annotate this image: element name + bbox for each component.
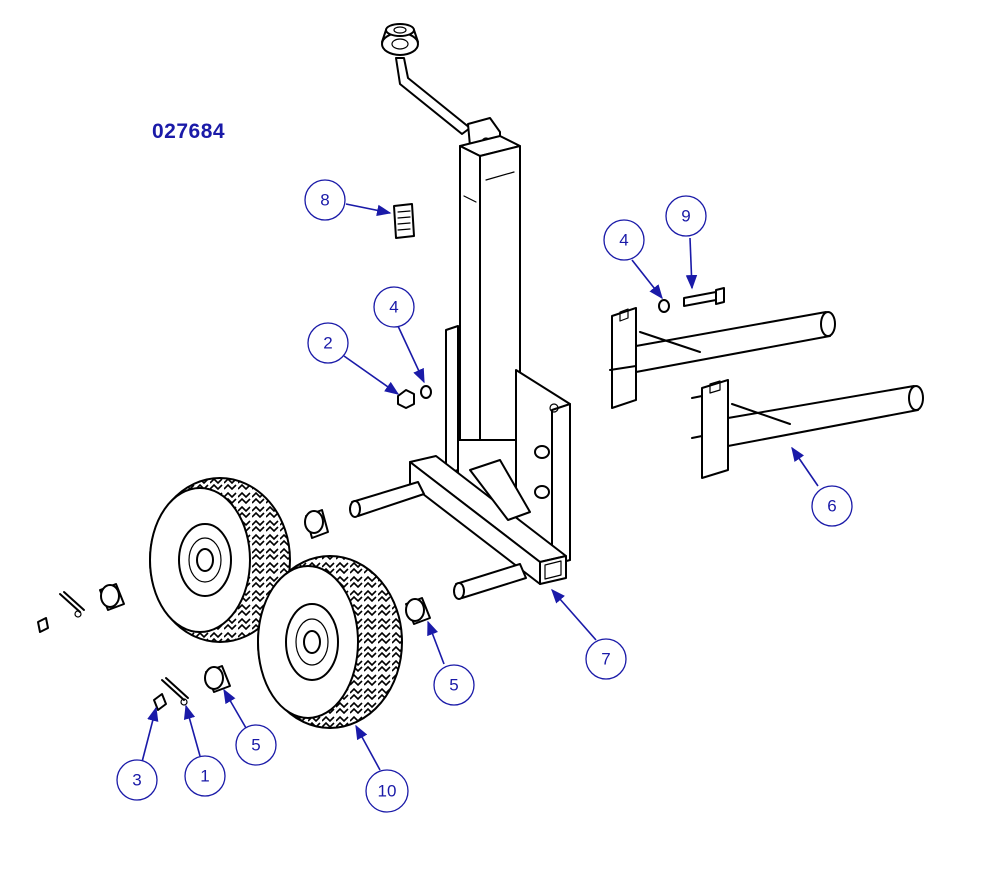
bushing (304, 509, 329, 539)
washer (658, 299, 670, 313)
decal (393, 203, 415, 239)
grease-fitting (37, 617, 49, 633)
callout-3: 3 (116, 759, 158, 801)
callout-label: 7 (601, 650, 610, 669)
callout-5: 5 (433, 664, 475, 706)
wheel (257, 555, 403, 729)
cotter-pin (59, 591, 85, 613)
callout-label: 5 (251, 736, 260, 755)
callout-label: 6 (827, 497, 836, 516)
hex-nut (397, 389, 415, 409)
callout-leaders (141, 203, 819, 771)
callout-9: 9 (665, 195, 707, 237)
callout-7: 7 (585, 638, 627, 680)
callout-5: 5 (235, 724, 277, 766)
axle-frame (349, 455, 567, 600)
callout-6: 6 (811, 485, 853, 527)
callout-label: 5 (449, 676, 458, 695)
callout-4: 4 (373, 286, 415, 328)
callout-label: 10 (378, 782, 397, 801)
cotter-pin (161, 677, 189, 701)
wheel (149, 477, 291, 643)
callout-label: 4 (389, 298, 398, 317)
callout-label: 8 (320, 191, 329, 210)
callout-4: 4 (603, 219, 645, 261)
bushing (99, 583, 125, 611)
bushing (204, 665, 231, 693)
callout-label: 9 (681, 207, 690, 226)
callout-2: 2 (307, 322, 349, 364)
bushing (405, 597, 431, 625)
callout-label: 4 (619, 231, 628, 250)
washer (420, 385, 432, 399)
bolt (683, 287, 725, 307)
callout-1: 1 (184, 755, 226, 797)
callout-10: 10 (365, 769, 409, 813)
callout-8: 8 (304, 179, 346, 221)
grease-fitting (153, 693, 167, 711)
callout-label: 1 (200, 767, 209, 786)
callout-label: 3 (132, 771, 141, 790)
hitch-bracket (609, 307, 924, 479)
part-number: 027684 (152, 120, 226, 143)
callout-label: 2 (323, 334, 332, 353)
